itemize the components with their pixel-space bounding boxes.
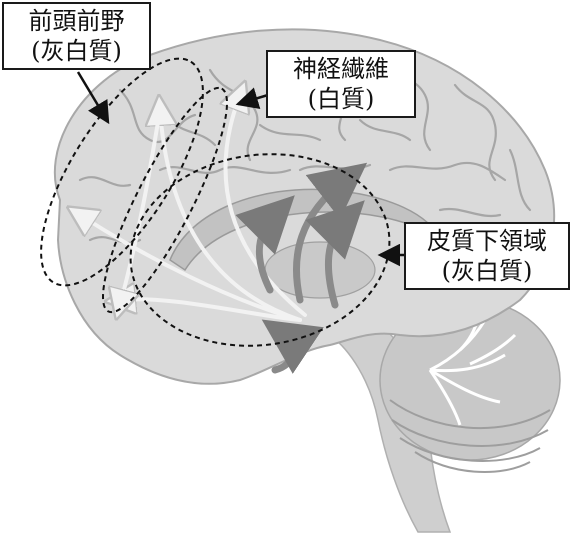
thalamus bbox=[265, 242, 375, 298]
subcortical-label-line2: (灰白質) bbox=[412, 256, 562, 286]
prefrontal-cortex-label: 前頭前野 (灰白質) bbox=[2, 2, 151, 70]
prefrontal-label-line2: (灰白質) bbox=[10, 36, 143, 66]
nerve-fibers-label: 神経繊維 (白質) bbox=[266, 50, 416, 118]
fibers-label-line1: 神経繊維 bbox=[274, 54, 408, 84]
subcortical-region-label: 皮質下領域 (灰白質) bbox=[404, 222, 570, 290]
subcortical-label-line1: 皮質下領域 bbox=[412, 226, 562, 256]
fibers-label-line2: (白質) bbox=[274, 84, 408, 114]
prefrontal-label-line1: 前頭前野 bbox=[10, 6, 143, 36]
